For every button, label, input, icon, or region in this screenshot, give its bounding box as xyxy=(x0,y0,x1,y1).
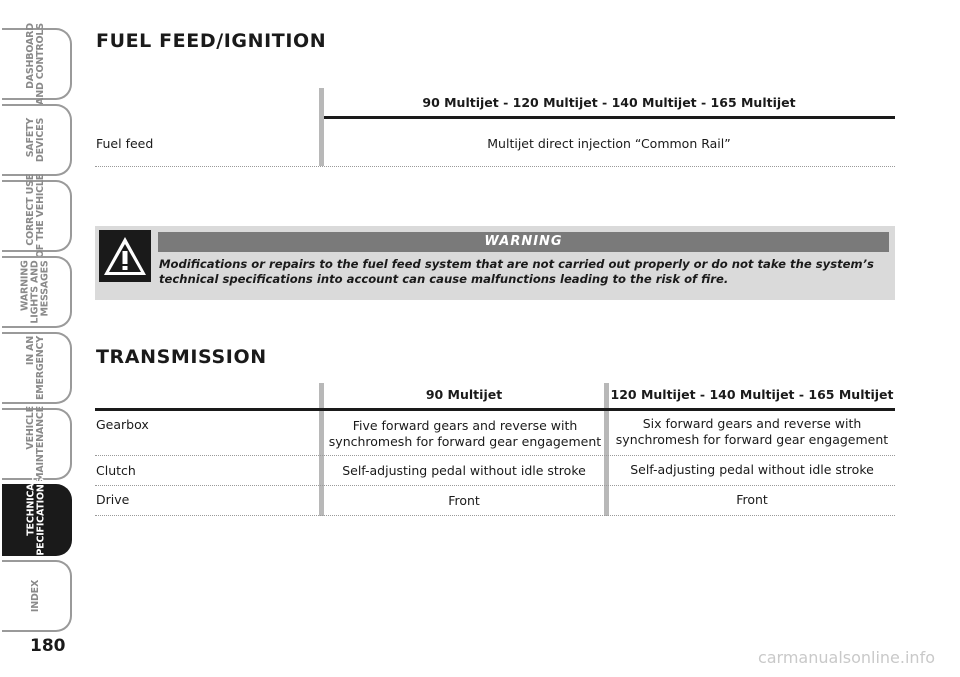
tab-technical-specifications[interactable]: TECHNICAL SPECIFICATIONS xyxy=(2,478,72,562)
transmission-section-title: TRANSMISSION xyxy=(96,346,267,368)
header-rule xyxy=(324,116,895,119)
warning-text: Modifications or repairs to the fuel fee… xyxy=(159,257,874,286)
drive-value-120-165: Front xyxy=(736,492,768,507)
drive-value-90: Front xyxy=(448,493,480,508)
transmission-col2-header: 120 Multijet - 140 Multijet - 165 Multij… xyxy=(610,387,894,402)
warning-triangle-icon xyxy=(99,230,151,282)
drive-label: Drive xyxy=(96,492,130,507)
tab-label: WARNING LIGHTS AND MESSAGES xyxy=(20,260,51,324)
tab-label: TECHNICAL SPECIFICATIONS xyxy=(25,477,46,563)
tab-label: VEHICLE MAINTENANCE xyxy=(25,406,46,482)
row-divider xyxy=(95,485,895,486)
tab-label: SAFETY DEVICES xyxy=(24,117,46,163)
watermark: carmanualsonline.info xyxy=(757,648,935,667)
warning-title: WARNING xyxy=(158,232,889,252)
fuel-column-header: 90 Multijet - 120 Multijet - 140 Multije… xyxy=(422,95,796,110)
fuel-feed-value: Multijet direct injection “Common Rail” xyxy=(487,136,731,151)
gearbox-label: Gearbox xyxy=(96,417,149,432)
table-divider xyxy=(604,383,609,516)
table-divider xyxy=(319,383,324,516)
table-divider xyxy=(319,88,324,166)
fuel-section-title: FUEL FEED/IGNITION xyxy=(96,30,327,52)
header-rule xyxy=(95,408,895,411)
tab-safety-devices[interactable]: SAFETY DEVICES xyxy=(2,104,72,176)
tab-index[interactable]: INDEX xyxy=(2,560,72,632)
tab-label: IN AN EMERGENCY xyxy=(24,335,46,401)
clutch-label: Clutch xyxy=(96,463,136,478)
page-number: 180 xyxy=(30,636,66,656)
tab-correct-use[interactable]: CORRECT USE OF THE VEHICLE xyxy=(2,174,72,258)
tab-vehicle-maintenance[interactable]: VEHICLE MAINTENANCE xyxy=(2,406,72,482)
tab-warning-lights[interactable]: WARNING LIGHTS AND MESSAGES xyxy=(2,256,72,328)
clutch-value-90: Self-adjusting pedal without idle stroke xyxy=(342,463,586,478)
transmission-col1-header: 90 Multijet xyxy=(425,387,503,402)
tab-in-an-emergency[interactable]: IN AN EMERGENCY xyxy=(2,332,72,404)
gearbox-value-120-165: Six forward gears and reverse with synch… xyxy=(615,416,889,447)
tab-dashboard-and-controls[interactable]: DASHBOARD AND CONTROLS xyxy=(2,23,72,105)
fuel-feed-label: Fuel feed xyxy=(96,136,154,151)
tab-label: CORRECT USE OF THE VEHICLE xyxy=(25,173,46,259)
row-divider xyxy=(95,166,895,167)
row-divider xyxy=(95,515,895,516)
tab-label: INDEX xyxy=(30,579,41,613)
row-divider xyxy=(95,455,895,456)
gearbox-value-90: Five forward gears and reverse with sync… xyxy=(328,418,602,449)
tab-label: DASHBOARD AND CONTROLS xyxy=(25,23,46,105)
clutch-value-120-165: Self-adjusting pedal without idle stroke xyxy=(630,462,874,477)
